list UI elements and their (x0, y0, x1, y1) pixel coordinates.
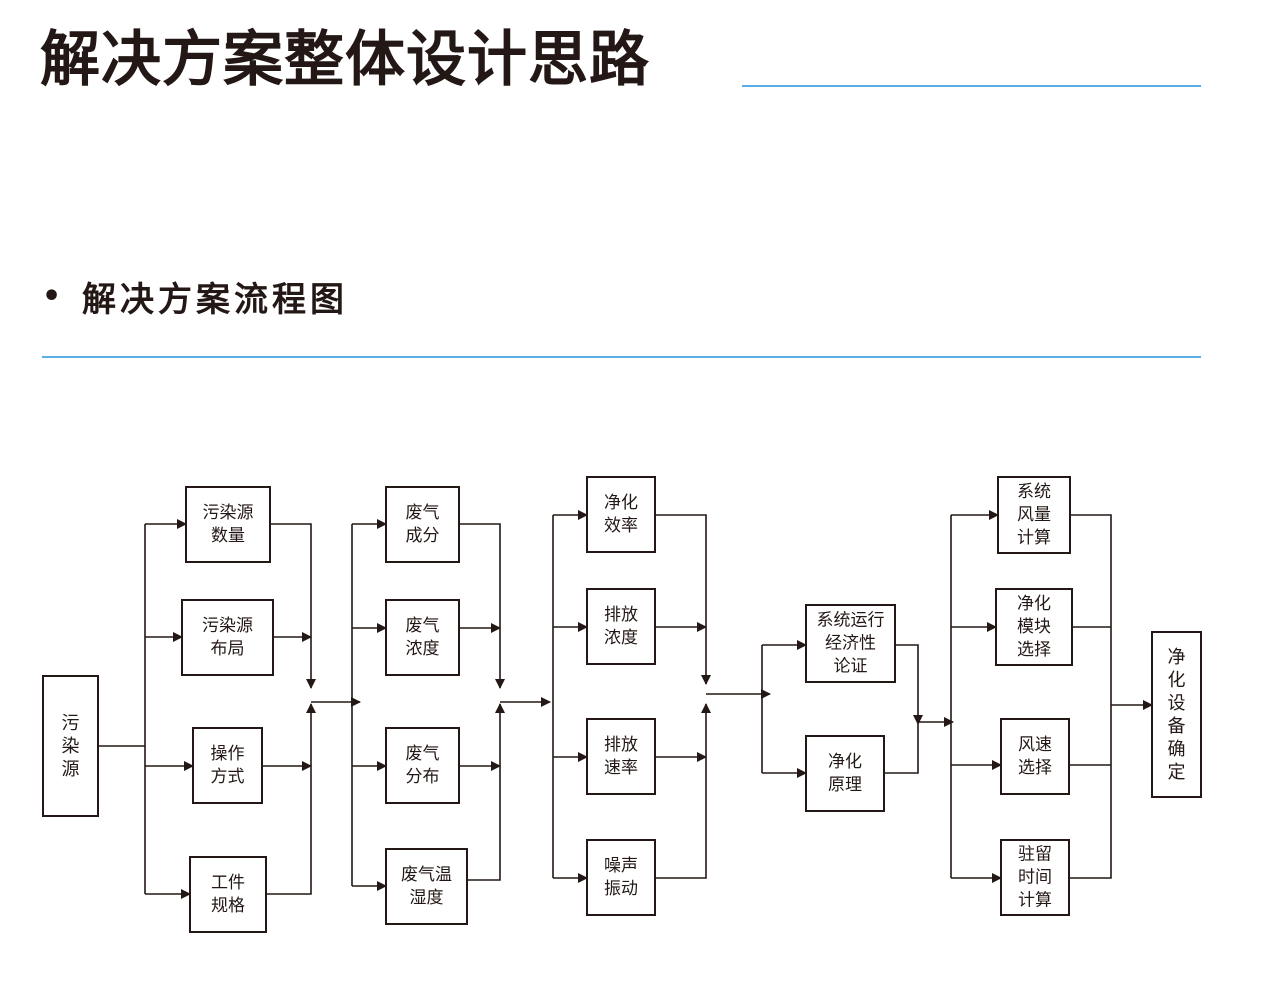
flow-node: 净化设备确定 (1151, 631, 1202, 798)
flow-node: 污染源数量 (185, 486, 271, 563)
flow-node: 净化效率 (586, 476, 656, 553)
flow-connector (459, 523, 505, 689)
flow-node-label: 废气成分 (406, 503, 440, 546)
flow-node-label: 净化效率 (604, 493, 638, 536)
flow-node: 净化原理 (805, 735, 885, 812)
flow-node-label: 风速选择 (1018, 735, 1052, 778)
flow-connector (1069, 514, 1112, 879)
flow-node-box (997, 476, 1071, 554)
flow-node-label: 废气浓度 (406, 616, 440, 659)
flow-connector (655, 703, 711, 879)
flow-node: 驻留时间计算 (1000, 839, 1070, 916)
flow-node: 污染源 (42, 675, 99, 817)
section-divider (42, 356, 1201, 358)
flow-node: 噪声振动 (586, 839, 656, 916)
flow-node-box (385, 599, 460, 676)
flow-node: 废气分布 (385, 727, 460, 804)
flow-node-box (1151, 631, 1202, 798)
flow-node: 污染源布局 (181, 599, 274, 676)
flow-node: 废气温湿度 (385, 848, 468, 925)
flow-node-label: 噪声振动 (604, 856, 638, 899)
flow-node-box (1000, 839, 1070, 916)
flow-connector (895, 644, 923, 725)
flow-node-label: 废气温湿度 (401, 865, 452, 908)
flow-node-label: 污染源布局 (202, 616, 253, 659)
flow-node-label: 排放浓度 (604, 605, 638, 648)
flow-node-label: 净化设备确定 (1168, 647, 1186, 783)
flow-node: 操作方式 (192, 727, 263, 804)
flow-node-label: 驻留时间计算 (1018, 845, 1052, 911)
flow-connector (655, 514, 711, 685)
flow-node-box (192, 727, 263, 804)
flow-node-label: 工件规格 (211, 873, 245, 916)
title-underline (742, 85, 1201, 87)
flow-node-box (586, 588, 656, 665)
flow-node-box (385, 848, 468, 925)
flow-connector (884, 724, 919, 774)
flow-node-label: 系统风量计算 (1017, 482, 1051, 548)
flow-node-label: 污染源 (62, 713, 80, 780)
flow-connector (266, 703, 316, 895)
flow-node: 工件规格 (189, 856, 267, 933)
flow-node-label: 净化模块选择 (1017, 594, 1051, 660)
flow-node-box (42, 675, 99, 817)
section-title: 解决方案流程图 (82, 279, 348, 320)
flow-node-box (586, 718, 656, 795)
flow-node-box (1000, 718, 1070, 795)
flow-node-box (586, 476, 656, 553)
flow-node-label: 操作方式 (211, 744, 245, 787)
flow-node-box (189, 856, 267, 933)
flow-node-box (805, 604, 896, 683)
flow-node: 净化模块选择 (995, 588, 1073, 666)
flow-node-box (385, 727, 460, 804)
flow-node: 废气成分 (385, 486, 460, 563)
flow-node-box (385, 486, 460, 563)
flow-node: 风速选择 (1000, 718, 1070, 795)
flow-node-box (805, 735, 885, 812)
flow-node-box (181, 599, 274, 676)
flow-node-label: 系统运行经济性论证 (817, 611, 885, 677)
flow-node: 系统运行经济性论证 (805, 604, 896, 683)
flow-node-label: 污染源数量 (203, 503, 254, 546)
flow-node-box (185, 486, 271, 563)
flow-node: 系统风量计算 (997, 476, 1071, 554)
flow-node-box (995, 588, 1073, 666)
flow-node-label: 废气分布 (406, 744, 440, 787)
flow-connector (467, 703, 505, 881)
page-title: 解决方案整体设计思路 (40, 25, 650, 95)
bullet-icon: • (42, 278, 62, 314)
flow-connector (270, 523, 316, 689)
section-heading: • 解决方案流程图 (42, 272, 348, 320)
flow-node-box (586, 839, 656, 916)
flow-node: 排放浓度 (586, 588, 656, 665)
flow-node-label: 净化原理 (828, 752, 862, 795)
flow-node-label: 排放速率 (604, 735, 638, 778)
flow-node: 废气浓度 (385, 599, 460, 676)
flow-node: 排放速率 (586, 718, 656, 795)
